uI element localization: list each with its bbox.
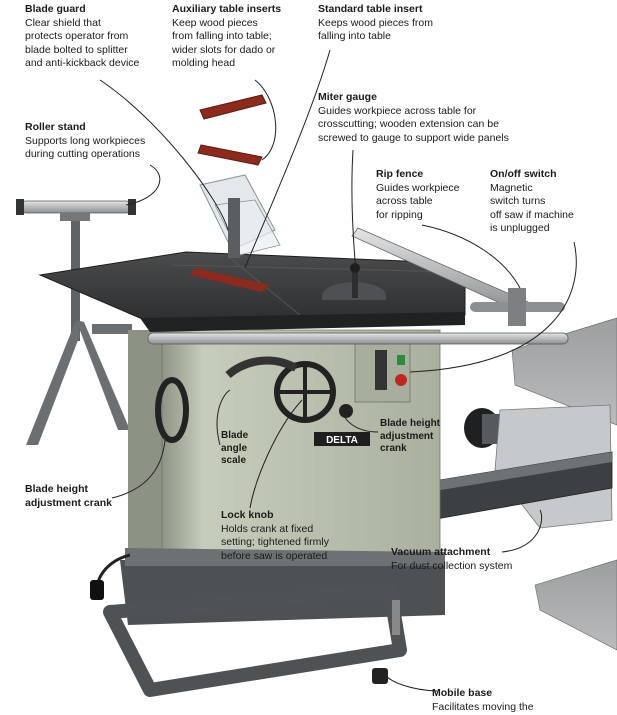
rip-fence-title: Rip fence	[376, 168, 424, 180]
blade-height-right-title: Blade height adjustment crank	[380, 418, 441, 454]
brand-plate: DELTA	[314, 432, 370, 446]
leader-lines	[99, 49, 577, 692]
roller-stand	[16, 199, 136, 445]
blade-guard-title: Blade guard	[25, 3, 86, 15]
blade-guard-label: Blade guard Clear shield that protects o…	[25, 3, 139, 71]
rip-fence-label: Rip fence Guides workpiece across table …	[376, 168, 459, 222]
roller-stand-label: Roller stand Supports long workpieces du…	[25, 121, 145, 162]
lock-knob-title: Lock knob	[221, 509, 274, 521]
miter-gauge	[322, 263, 386, 300]
roller-stand-title: Roller stand	[25, 121, 86, 133]
blade-height-left-label: Blade height adjustment crank	[25, 483, 112, 510]
blade-angle-label: Blade angle scale	[221, 430, 248, 468]
std-insert-label: Standard table insert Keeps wood pieces …	[318, 3, 433, 44]
extension-panels	[511, 317, 617, 651]
miter-gauge-label: Miter gauge Guides workpiece across tabl…	[318, 91, 509, 145]
vacuum-desc: For dust collection system	[391, 559, 513, 572]
power-cord	[90, 553, 131, 600]
onoff-switch-desc: Magnetic switch turns off saw if machine…	[490, 181, 574, 235]
blade-height-right-label: Blade height adjustment crank	[380, 418, 440, 456]
blade-guard	[199, 174, 281, 258]
rip-fence	[351, 227, 565, 326]
aux-inserts-label: Auxiliary table inserts Keep wood pieces…	[172, 3, 281, 71]
miter-gauge-title: Miter gauge	[318, 91, 377, 103]
handwheels	[155, 356, 353, 443]
blade-angle-title: Blade angle scale	[221, 430, 249, 466]
vacuum-label: Vacuum attachment For dust collection sy…	[391, 546, 512, 573]
mobile-base-desc: Facilitates moving the	[432, 700, 534, 713]
brand-text: DELTA	[326, 435, 358, 446]
auxiliary-inserts	[197, 94, 267, 166]
mobile-base-label: Mobile base Facilitates moving the	[432, 687, 534, 714]
miter-gauge-desc: Guides workpiece across table for crossc…	[318, 104, 509, 144]
rip-fence-desc: Guides workpiece across table for rippin…	[376, 181, 460, 221]
blade-guard-desc: Clear shield that protects operator from…	[25, 16, 140, 70]
mobile-base	[103, 583, 407, 697]
aux-inserts-title: Auxiliary table inserts	[172, 3, 282, 15]
lock-knob-label: Lock knob Holds crank at fixed setting; …	[221, 509, 329, 563]
mobile-base-title: Mobile base	[432, 687, 493, 699]
std-insert-desc: Keeps wood pieces from falling into tabl…	[318, 16, 433, 43]
blade-height-left-title: Blade height adjustment crank	[25, 483, 112, 509]
aux-inserts-desc: Keep wood pieces from falling into table…	[172, 16, 276, 70]
std-insert-title: Standard table insert	[318, 3, 423, 15]
lock-knob-desc: Holds crank at fixed setting; tightened …	[221, 522, 329, 562]
onoff-switch-title: On/off switch	[490, 168, 557, 180]
roller-stand-desc: Supports long workpieces during cutting …	[25, 134, 146, 161]
onoff-switch-label: On/off switch Magnetic switch turns off …	[490, 168, 574, 236]
vacuum-title: Vacuum attachment	[391, 546, 491, 558]
